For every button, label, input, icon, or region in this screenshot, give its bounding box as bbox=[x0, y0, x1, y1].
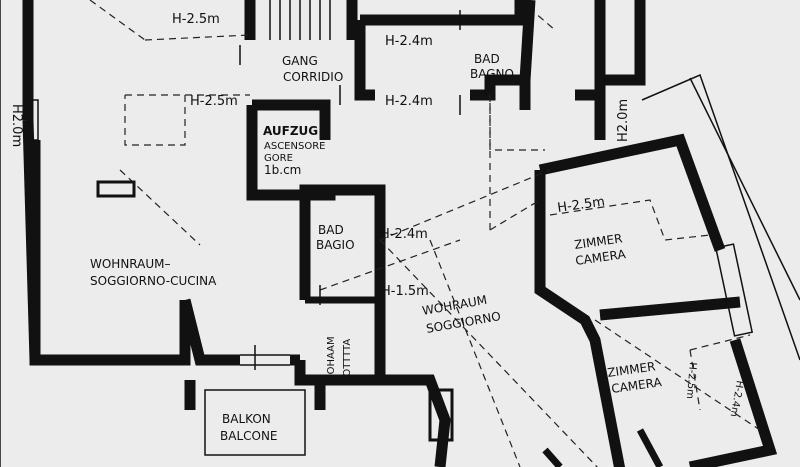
height-label: H-2.4m bbox=[380, 227, 428, 242]
room-label: GORE bbox=[264, 153, 293, 164]
room-label: ASCENSORE bbox=[264, 141, 325, 152]
room-label: WOHNRAUM– bbox=[90, 257, 171, 271]
height-label: H-2.5m bbox=[556, 194, 605, 216]
height-label: H2.0m bbox=[616, 99, 631, 142]
room-label: ZIMMER bbox=[573, 231, 623, 252]
walls bbox=[22, 0, 778, 467]
height-label: H-2.5m bbox=[190, 94, 238, 109]
height-label: H-2.4m bbox=[385, 34, 433, 49]
height-label: H-1.5m bbox=[381, 284, 429, 299]
room-label: BAGIO bbox=[316, 238, 355, 252]
room-label: MOHAAM bbox=[326, 336, 337, 383]
room-label: CORRIDIO bbox=[283, 70, 343, 84]
stairs bbox=[269, 0, 331, 40]
room-label: AUFZUG bbox=[263, 124, 318, 138]
room-label: SOGGIORNO-CUCINA bbox=[90, 274, 217, 288]
room-label: BAD bbox=[474, 52, 500, 66]
room-label: 1b.cm bbox=[264, 163, 301, 177]
windows bbox=[29, 99, 754, 456]
height-label: H-2.5m bbox=[172, 12, 220, 27]
room-label: SOTTTTA bbox=[342, 339, 353, 383]
room-label: BAGNO bbox=[470, 67, 514, 81]
height-labels: H-2.5m H-2.5m H-2.4m H-2.4m H2.0m H2.0m … bbox=[9, 12, 745, 418]
height-label: H-2.4m bbox=[728, 379, 745, 417]
room-labels: GANG CORRIDIO BAD BAGNO AUFZUG ASCENSORE… bbox=[90, 52, 663, 443]
room-label: GANG bbox=[282, 54, 318, 68]
height-label: H2.0m bbox=[9, 104, 24, 147]
room-label: BALKON bbox=[222, 412, 271, 426]
room-label: BAD bbox=[318, 223, 344, 237]
height-label: H-2.5m bbox=[684, 362, 698, 400]
height-label: H-2.4m bbox=[385, 94, 433, 109]
room-label: ZIMMER bbox=[606, 359, 656, 380]
room-label: BALCONE bbox=[220, 429, 278, 443]
symbols bbox=[96, 10, 461, 442]
